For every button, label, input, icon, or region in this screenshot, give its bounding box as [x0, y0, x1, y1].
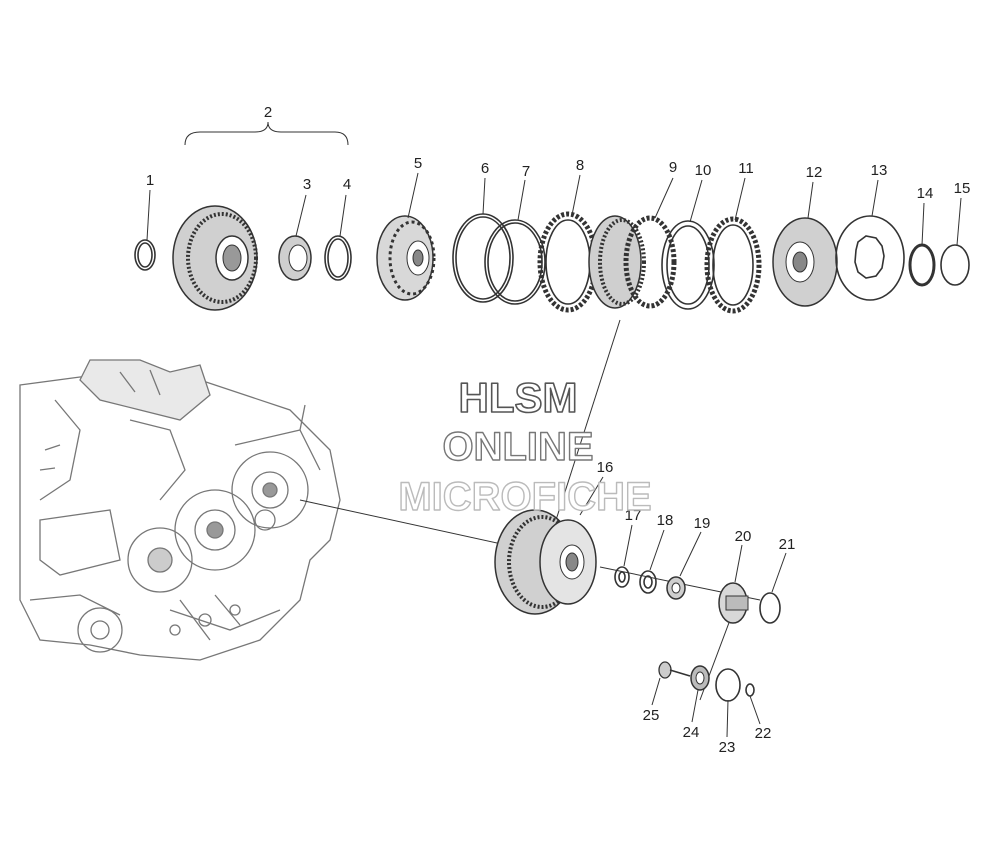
- callout-6: 6: [481, 160, 489, 177]
- callout-10: 10: [695, 162, 712, 179]
- part-18-washer: [639, 570, 657, 594]
- callout-labels: 1 2 3 4 5 6 7 8 9 10 11 12 13 14 15 16 1…: [146, 104, 971, 756]
- watermark-line-3: MICROFICHE: [398, 475, 651, 519]
- part-2-gear: [172, 205, 258, 311]
- part-9-plate-stack: [588, 215, 677, 309]
- callout-9: 9: [669, 159, 677, 176]
- callout-15: 15: [954, 180, 971, 197]
- part-5-clutch-hub: [376, 215, 436, 301]
- callout-20: 20: [735, 528, 752, 545]
- assembly-axis-line: [299, 499, 521, 549]
- part-7-ring: [484, 219, 546, 305]
- callout-5: 5: [414, 155, 422, 172]
- part-19-nut: [666, 576, 686, 600]
- callout-16: 16: [597, 459, 614, 476]
- callout-22: 22: [755, 725, 772, 742]
- callout-11: 11: [738, 160, 754, 177]
- part-13-diaphragm: [835, 215, 905, 301]
- watermark: HLSM ONLINE MICROFICHE: [398, 373, 653, 520]
- part-15-ring: [940, 244, 970, 286]
- callout-4: 4: [343, 176, 351, 193]
- part-16-clutch-shell: [494, 509, 597, 615]
- callout-19: 19: [694, 515, 711, 532]
- callout-23: 23: [719, 739, 736, 756]
- callout-21: 21: [779, 536, 796, 553]
- leader-lines: [146, 121, 962, 738]
- engine-case-drawing: [19, 359, 341, 661]
- part-11-friction-plate: [704, 216, 762, 314]
- part-21-snap-ring: [759, 592, 781, 624]
- part-4-snap-ring: [324, 235, 352, 281]
- part-8-friction-plate: [537, 211, 599, 313]
- callout-2: 2: [264, 104, 272, 121]
- callout-17: 17: [625, 507, 642, 524]
- part-22-clip: [745, 683, 755, 697]
- part-3-bearing: [278, 235, 312, 281]
- callout-18: 18: [657, 512, 674, 529]
- callout-25: 25: [643, 707, 660, 724]
- part-25-screw: [658, 661, 691, 679]
- part-14-ring: [908, 243, 936, 287]
- callout-8: 8: [576, 157, 584, 174]
- part-17-washer: [614, 566, 630, 588]
- watermark-line-1: HLSM: [459, 374, 578, 421]
- upper-to-lower-link-line: [555, 319, 621, 521]
- part-20-adjuster: [718, 582, 749, 624]
- callout-7: 7: [522, 163, 530, 180]
- part-23-cover: [715, 668, 741, 702]
- watermark-line-2: ONLINE: [442, 425, 593, 469]
- callout-1: 1: [146, 172, 154, 189]
- part-24-bearing: [690, 665, 710, 691]
- callout-12: 12: [806, 164, 823, 181]
- callout-14: 14: [917, 185, 934, 202]
- callout-13: 13: [871, 162, 888, 179]
- callout-3: 3: [303, 176, 311, 193]
- callout-24: 24: [683, 724, 700, 741]
- part-12-pressure-plate: [772, 217, 838, 307]
- part-10-steel-plate: [661, 220, 715, 310]
- part-1-snap-ring: [134, 239, 156, 271]
